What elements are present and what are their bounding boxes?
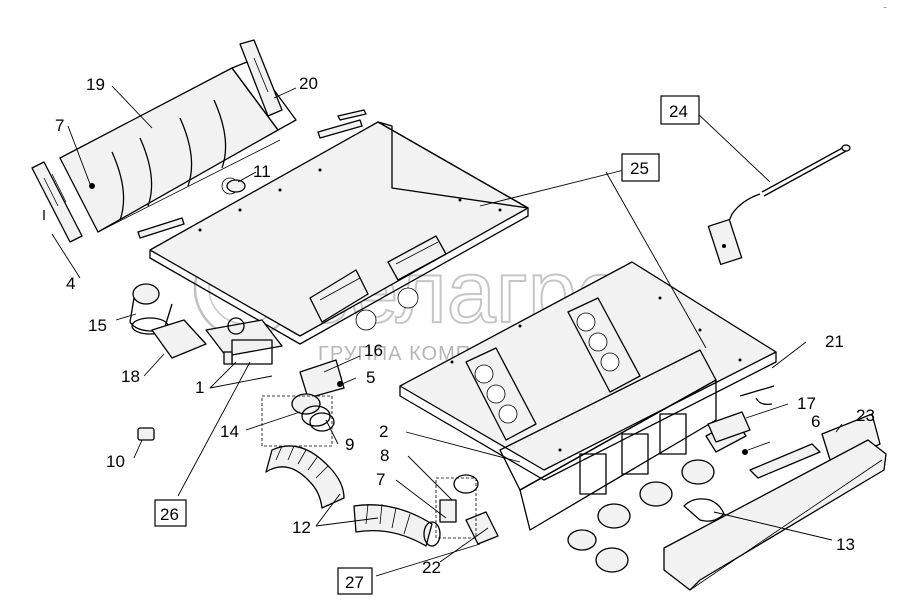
- part-2-bracket: [439, 499, 457, 523]
- part-19-hood: [59, 59, 297, 233]
- part-18-chute: [151, 319, 207, 359]
- label-25: 25: [630, 159, 649, 178]
- label-9: 9: [345, 435, 354, 454]
- label-11: 11: [253, 162, 271, 181]
- label-20: 20: [299, 74, 318, 93]
- part-20-bracket: [239, 39, 283, 117]
- strip-upper: [317, 119, 363, 139]
- label-27: 27: [345, 573, 364, 592]
- strip-left: [137, 217, 185, 239]
- box-27: [337, 567, 373, 595]
- label-23: 23: [856, 406, 875, 425]
- box-26: [154, 499, 187, 527]
- part-10-clip: [137, 427, 155, 441]
- part-16-plate: [299, 359, 345, 399]
- part-1-valve-block: [205, 317, 283, 365]
- part-13-cover: [663, 439, 887, 591]
- label-10: 10: [106, 452, 125, 471]
- box-24: [660, 95, 700, 125]
- label-26: 26: [160, 505, 179, 524]
- label-4: 4: [66, 274, 75, 293]
- part-6-and-23: [742, 413, 881, 479]
- label-16: 16: [364, 341, 383, 360]
- label-15: 15: [88, 316, 107, 335]
- part-21-rod: [739, 385, 775, 406]
- label-13: 13: [836, 535, 855, 554]
- leader-lines: [51, 85, 843, 577]
- label-22: 22: [422, 558, 441, 577]
- upper-sieve-frame: [149, 121, 529, 345]
- part-12-hoses: [265, 445, 441, 547]
- label-7-bottom: 7: [376, 470, 385, 489]
- label-5: 5: [366, 368, 375, 387]
- part-8-clamp: [453, 474, 479, 494]
- label-1: 1: [195, 378, 204, 397]
- part-11-plug: [226, 179, 246, 193]
- callouts: 19 20 7 11 4 15 16 18 1 5 14 9 10 2 8 7 …: [55, 74, 875, 577]
- boxed-callouts: 24 25 26 27: [154, 95, 700, 595]
- corner-mark: ~: [883, 5, 887, 12]
- part-22-strap: [465, 511, 499, 545]
- group-27-outline: [435, 477, 477, 539]
- label-18: 18: [121, 367, 140, 386]
- label-19: 19: [86, 75, 105, 94]
- label-17: 17: [797, 394, 816, 413]
- part-4-bracket: [31, 161, 83, 243]
- label-7-top: 7: [55, 116, 64, 135]
- strip-upper-small: [337, 109, 367, 121]
- label-2: 2: [379, 422, 388, 441]
- label-8: 8: [380, 446, 389, 465]
- box-25: [621, 153, 660, 182]
- part-24-probe: [707, 144, 851, 266]
- label-14: 14: [220, 422, 239, 441]
- lower-sieve-frame: [399, 261, 777, 481]
- label-6: 6: [811, 412, 820, 431]
- part-14-and-9: [261, 393, 335, 447]
- part-17-plate: [707, 411, 751, 443]
- label-24: 24: [669, 102, 688, 121]
- label-12: 12: [292, 518, 311, 537]
- label-21: 21: [825, 332, 844, 351]
